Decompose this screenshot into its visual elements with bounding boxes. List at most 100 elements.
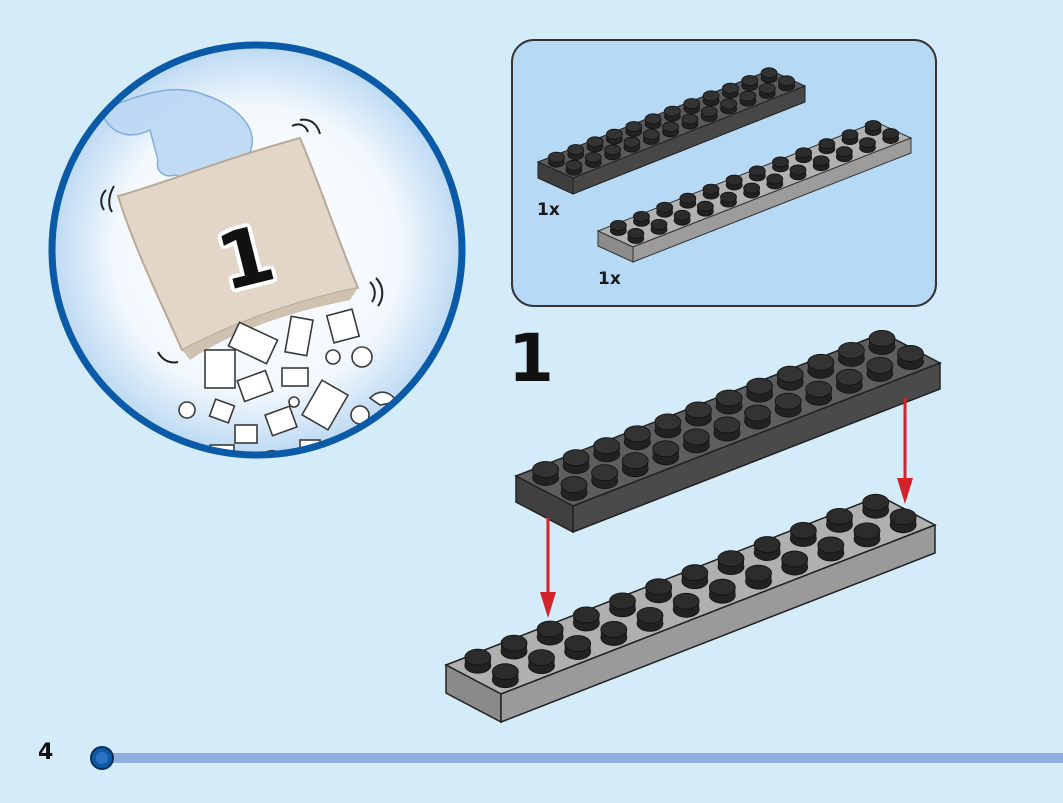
stud xyxy=(636,606,664,632)
stud xyxy=(720,191,737,208)
arrow-down-icon xyxy=(897,398,913,504)
stud xyxy=(812,155,830,172)
arrow-down-icon xyxy=(540,518,556,618)
stud xyxy=(817,536,845,562)
stud xyxy=(778,75,795,92)
stud xyxy=(776,365,804,391)
stud xyxy=(491,663,519,689)
stud xyxy=(567,144,585,160)
stud xyxy=(772,156,789,173)
stud xyxy=(795,147,813,164)
stud xyxy=(565,159,583,176)
stud xyxy=(805,380,833,406)
stud xyxy=(584,152,602,168)
stud xyxy=(864,120,882,136)
stud xyxy=(564,635,592,660)
parts-list-panel xyxy=(511,39,937,307)
stud xyxy=(664,105,681,122)
stud xyxy=(868,330,896,355)
stud xyxy=(679,192,697,209)
stud xyxy=(774,392,802,418)
stud xyxy=(654,413,682,439)
stud xyxy=(685,401,712,427)
stud xyxy=(720,98,737,115)
stud xyxy=(560,476,588,501)
stud xyxy=(835,368,863,394)
stud xyxy=(591,464,619,490)
stud xyxy=(609,592,636,618)
stud xyxy=(753,536,781,561)
stud xyxy=(789,522,817,547)
stud xyxy=(623,425,651,451)
stud xyxy=(722,82,739,99)
stud xyxy=(621,452,649,478)
stud xyxy=(672,592,700,618)
step-1-assembly xyxy=(444,330,942,724)
stud xyxy=(652,440,680,466)
stud xyxy=(748,165,766,182)
stud xyxy=(609,220,627,236)
stud xyxy=(746,377,774,403)
stud xyxy=(700,106,718,122)
stud xyxy=(897,345,924,370)
stud xyxy=(642,129,660,145)
stud xyxy=(889,508,917,534)
step-number: 1 xyxy=(508,320,554,397)
stud xyxy=(673,209,691,226)
stud xyxy=(681,564,709,590)
stud xyxy=(593,437,621,463)
stud xyxy=(645,578,673,604)
stud xyxy=(696,200,714,217)
stud xyxy=(681,113,699,130)
stud xyxy=(627,228,645,244)
stud xyxy=(841,129,859,146)
stud xyxy=(548,151,565,168)
stud xyxy=(781,550,809,576)
stud xyxy=(837,341,865,367)
part-quantity-light-plate: 1x xyxy=(598,269,621,289)
stud xyxy=(532,461,559,486)
stud xyxy=(859,137,876,154)
stud xyxy=(826,507,853,533)
stud xyxy=(683,98,701,114)
stud xyxy=(835,146,853,163)
stud xyxy=(807,353,835,379)
stud xyxy=(650,218,668,235)
stud xyxy=(562,449,590,475)
page-number: 4 xyxy=(38,740,54,765)
stud xyxy=(758,83,776,99)
stud xyxy=(818,138,836,155)
stud xyxy=(604,144,621,161)
stud xyxy=(725,174,743,191)
stud xyxy=(882,128,900,144)
stud xyxy=(656,201,674,218)
stud xyxy=(789,164,807,181)
stud xyxy=(744,404,771,430)
stud xyxy=(713,416,741,442)
stud xyxy=(500,634,528,660)
stud xyxy=(586,136,604,153)
stud xyxy=(644,113,662,130)
stud xyxy=(702,183,720,200)
open-bag-illustration xyxy=(48,41,466,459)
stud xyxy=(623,136,641,153)
stud xyxy=(741,75,759,91)
stud xyxy=(862,493,890,519)
stud xyxy=(464,648,492,674)
progress-bar xyxy=(90,746,1063,770)
stud xyxy=(682,428,710,454)
stud xyxy=(625,121,643,137)
stud xyxy=(739,90,757,107)
part-quantity-dark-plate: 1x xyxy=(537,200,560,220)
stud xyxy=(528,649,555,675)
stud xyxy=(606,128,623,145)
stud xyxy=(853,522,881,548)
stud xyxy=(715,389,743,415)
stud xyxy=(717,550,745,576)
stud xyxy=(633,210,650,227)
stud xyxy=(702,90,720,107)
stud xyxy=(572,606,600,632)
stud xyxy=(743,182,761,199)
stud xyxy=(760,67,778,84)
